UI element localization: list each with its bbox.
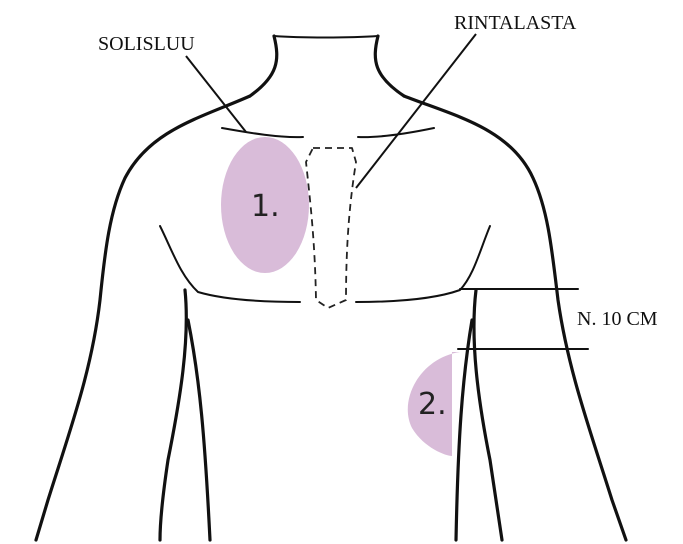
neckline xyxy=(274,36,378,38)
sternum-outline xyxy=(306,148,356,308)
left-shoulder-arm-outline xyxy=(36,96,250,540)
left-clavicle-line xyxy=(222,128,303,137)
neck-outline-left xyxy=(250,36,277,96)
right-pectoral-line xyxy=(356,226,490,302)
zone-1-label: 1. xyxy=(251,189,280,224)
neck-outline-right xyxy=(375,36,404,96)
right-torso-side xyxy=(456,320,472,540)
left-torso-side xyxy=(188,320,210,540)
left-inner-arm-line xyxy=(160,290,186,540)
right-inner-arm-line xyxy=(474,290,502,540)
zone-2-label: 2. xyxy=(418,387,447,422)
clavicle-label: SOLISLUU xyxy=(98,33,195,55)
sternum-label: RINTALASTA xyxy=(454,12,577,34)
distance-label: N. 10 CM xyxy=(577,308,658,330)
